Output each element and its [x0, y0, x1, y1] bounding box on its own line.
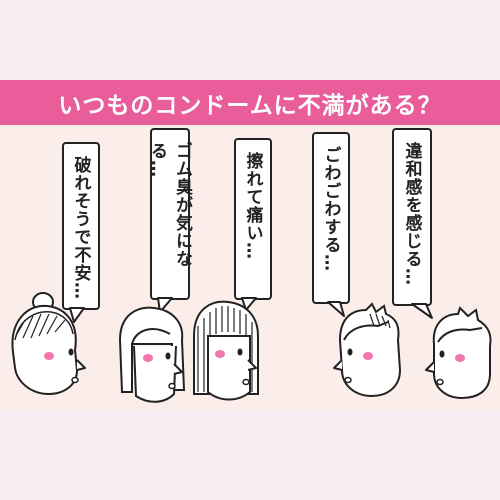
woman-bob-hair-icon — [118, 306, 186, 403]
speech-bubble-text: 違和感を感じる… — [401, 142, 422, 286]
speech-bubble-text: 破れそうで不安… — [70, 156, 91, 300]
speech-bubble-2: ゴム臭が気になる… — [147, 128, 192, 300]
man-short-hair-icon — [425, 306, 492, 400]
speech-bubble-text: ゴム臭が気になる… — [147, 142, 192, 268]
speech-bubble-3: 擦れて痛い… — [234, 138, 272, 300]
title-banner: いつものコンドームに不満がある？ — [0, 80, 500, 125]
woman-bangs-hair-icon — [193, 300, 259, 401]
speech-bubble-1: 破れそうで不安… — [62, 142, 100, 310]
speech-bubble-4: ごわごわする… — [312, 132, 350, 304]
man-spiky-hair-icon — [333, 302, 402, 398]
woman-bun-hair-icon — [11, 292, 86, 396]
speech-bubble-5: 違和感を感じる… — [392, 128, 432, 306]
banner-title: いつものコンドームに不満がある？ — [58, 92, 442, 119]
speech-bubble-text: 擦れて痛い… — [242, 152, 263, 260]
speech-bubble-text: ごわごわする… — [320, 146, 341, 272]
